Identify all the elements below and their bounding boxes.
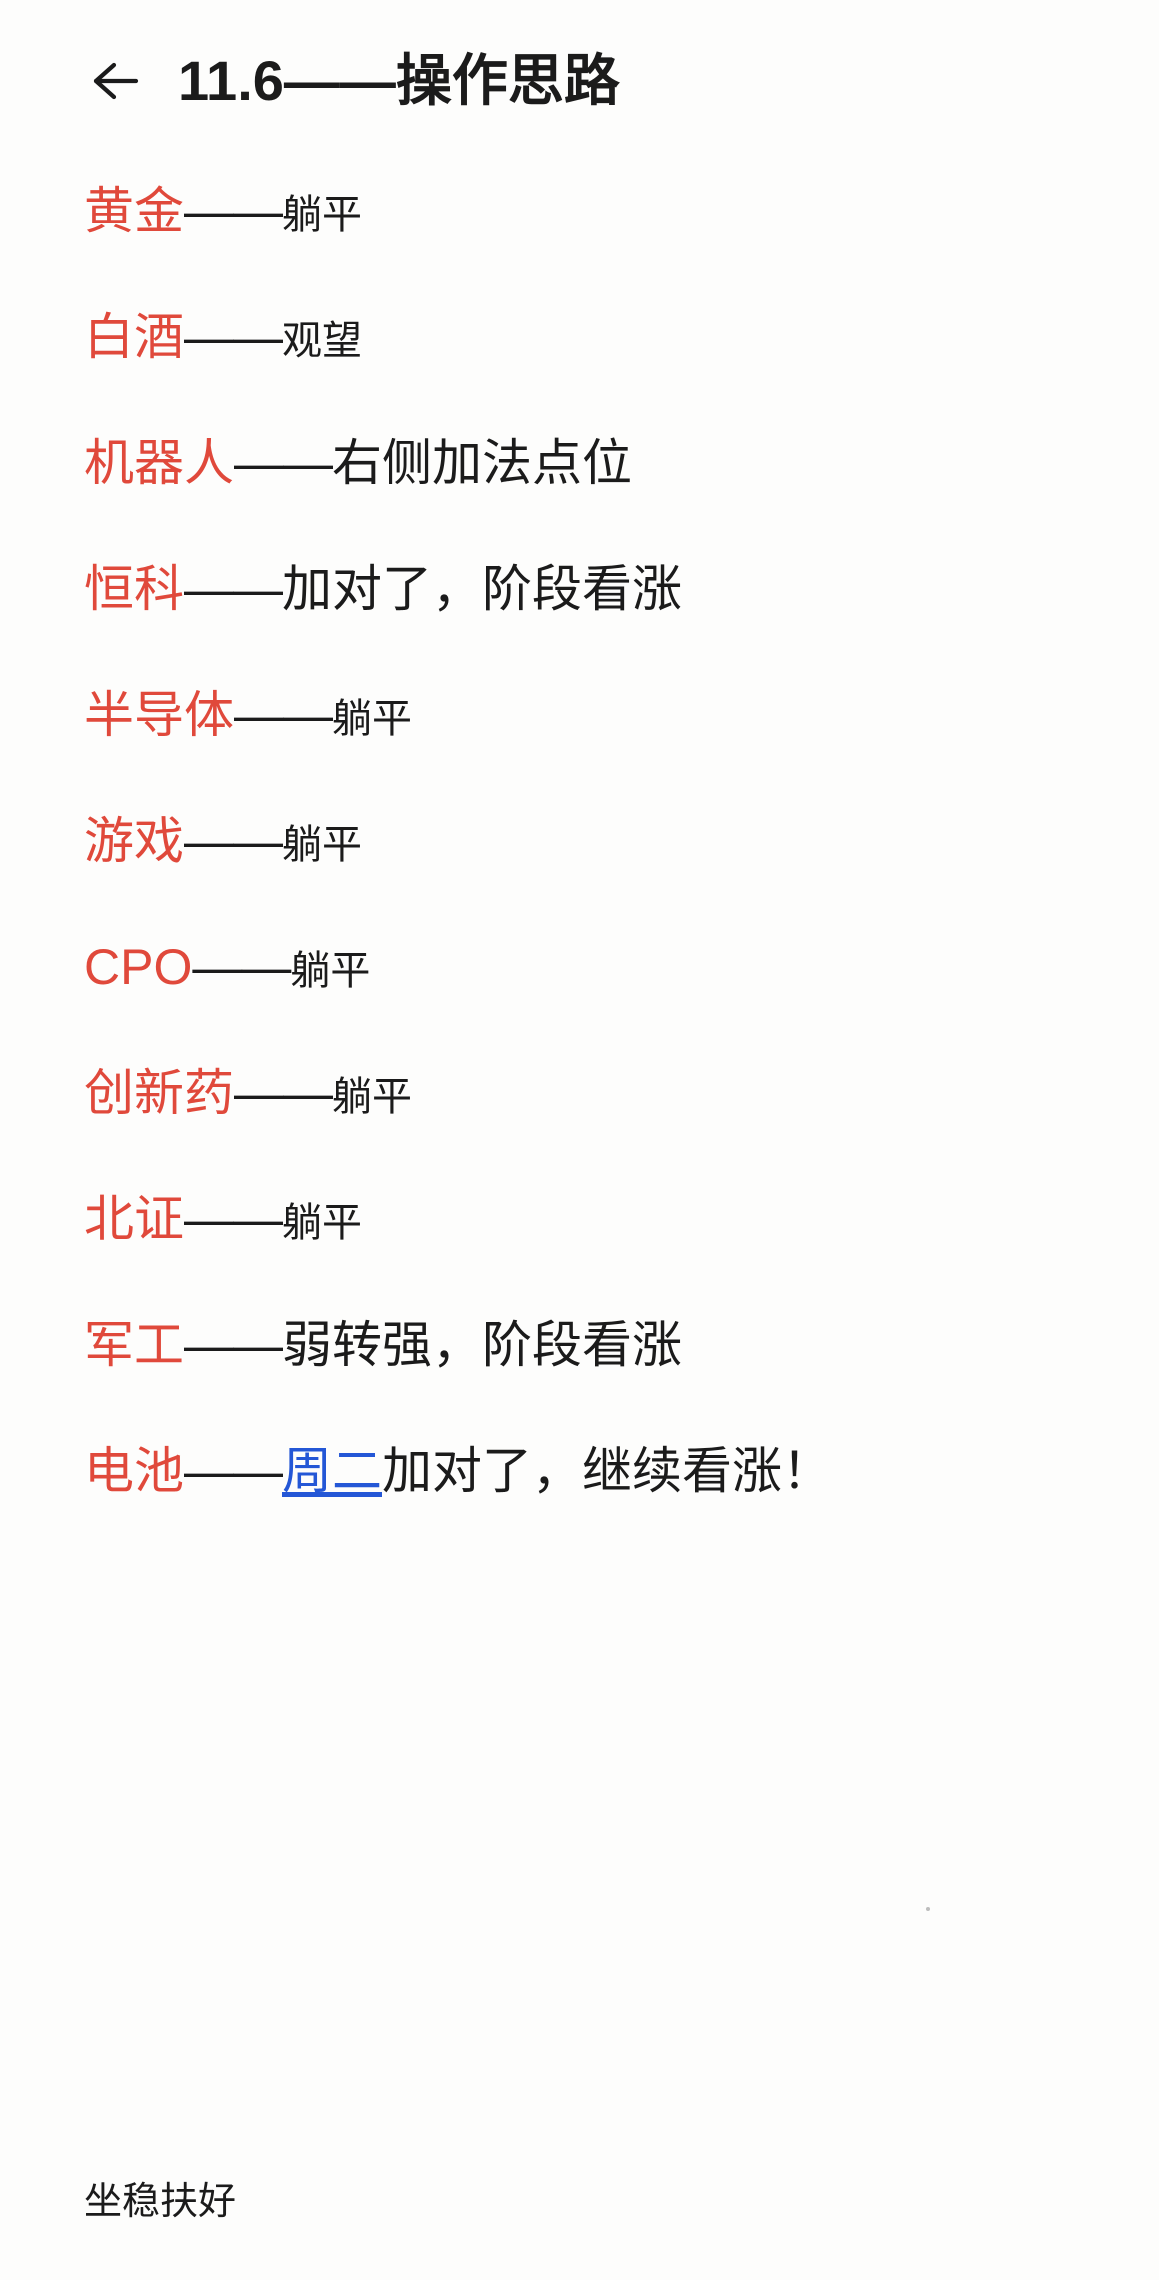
- sector-note: 躺平: [282, 823, 362, 867]
- sector-note: 右侧加法点位: [332, 435, 632, 491]
- sector-list: 黄金——躺平 白酒——观望 机器人——右侧加法点位 恒科——加对了，阶段看涨 半…: [0, 148, 1159, 1534]
- sector-label: 电池: [84, 1443, 184, 1499]
- separator-dash: ——: [234, 687, 333, 743]
- dust-speck: [926, 1907, 930, 1911]
- sector-label: 北证: [84, 1191, 184, 1247]
- list-item: 恒科——加对了，阶段看涨: [0, 526, 1159, 652]
- list-item: 北证——躺平: [0, 1156, 1159, 1282]
- list-item: 军工——弱转强，阶段看涨: [0, 1282, 1159, 1408]
- separator-dash: ——: [184, 561, 283, 617]
- sector-note: 观望: [282, 319, 362, 363]
- sector-note: 躺平: [332, 1075, 412, 1119]
- list-item: 机器人——右侧加法点位: [0, 400, 1159, 526]
- sector-label: 恒科: [84, 561, 184, 617]
- sector-label: 黄金: [84, 183, 184, 239]
- page-header: 11.6——操作思路: [0, 38, 1159, 124]
- sector-label: 创新药: [84, 1065, 234, 1121]
- separator-dash: ——: [184, 1317, 283, 1373]
- sector-label: 机器人: [84, 435, 234, 491]
- sector-note: 躺平: [332, 697, 412, 741]
- sector-note: 弱转强，阶段看涨: [282, 1317, 682, 1373]
- separator-dash: ——: [184, 309, 283, 365]
- sector-note: 加对了，继续看涨！: [382, 1443, 832, 1499]
- arrow-left-icon[interactable]: [86, 52, 144, 110]
- weekday-link[interactable]: 周二: [282, 1443, 382, 1499]
- separator-dash: ——: [234, 1065, 333, 1121]
- separator-dash: ——: [184, 183, 283, 239]
- sector-label: 半导体: [84, 687, 234, 743]
- list-item: 游戏——躺平: [0, 778, 1159, 904]
- separator-dash: ——: [192, 939, 291, 995]
- sector-label: 军工: [84, 1317, 184, 1373]
- sector-label: CPO: [84, 939, 193, 995]
- separator-dash: ——: [184, 1191, 283, 1247]
- sector-note: 躺平: [282, 193, 362, 237]
- sector-note: 躺平: [290, 949, 371, 993]
- list-item-battery: 电池——周二加对了，继续看涨！: [0, 1408, 1159, 1534]
- sector-note: 加对了，阶段看涨: [282, 561, 682, 617]
- sector-note: 躺平: [282, 1201, 362, 1245]
- list-item: 黄金——躺平: [0, 148, 1159, 274]
- separator-dash: ——: [184, 1443, 283, 1499]
- separator-dash: ——: [184, 813, 283, 869]
- list-item: CPO——躺平: [0, 904, 1159, 1030]
- footer-note: 坐稳扶好: [84, 2181, 237, 2223]
- sector-label: 游戏: [84, 813, 184, 869]
- page-title: 11.6——操作思路: [178, 49, 620, 113]
- list-item: 创新药——躺平: [0, 1030, 1159, 1156]
- separator-dash: ——: [234, 435, 333, 491]
- sector-label: 白酒: [84, 309, 184, 365]
- list-item: 白酒——观望: [0, 274, 1159, 400]
- list-item: 半导体——躺平: [0, 652, 1159, 778]
